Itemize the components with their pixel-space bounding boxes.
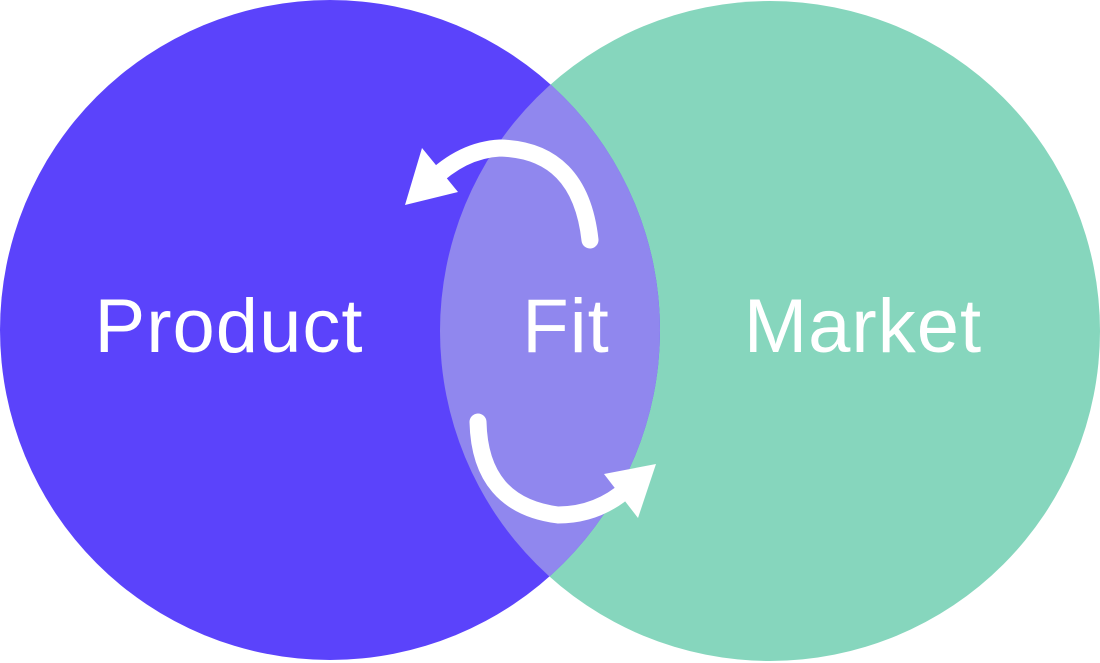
product-label: Product xyxy=(95,284,364,369)
arrow-to-market-icon xyxy=(469,413,656,524)
arrow-to-product-icon xyxy=(405,139,599,249)
fit-label: Fit xyxy=(522,284,609,369)
market-label: Market xyxy=(744,284,982,369)
